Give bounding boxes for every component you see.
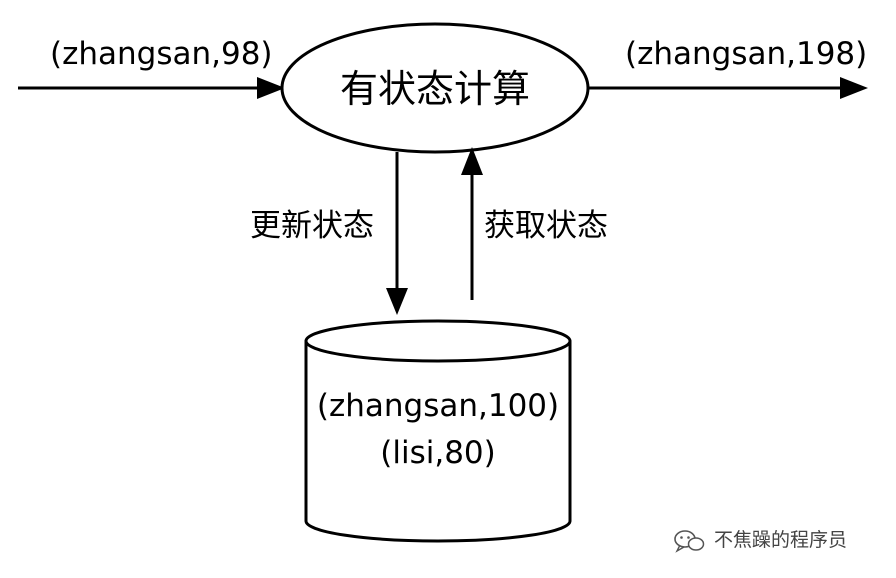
update-state-arrow bbox=[386, 152, 408, 315]
process-label: 有状态计算 bbox=[340, 67, 530, 111]
store-entry: (lisi,80) bbox=[380, 435, 495, 471]
fetch-state-label: 获取状态 bbox=[484, 208, 608, 244]
wechat-icon bbox=[674, 530, 705, 553]
state-store-cylinder bbox=[304, 319, 572, 543]
output-label: (zhangsan,198) bbox=[625, 36, 867, 72]
input-label: (zhangsan,98) bbox=[50, 36, 273, 72]
input-arrow bbox=[18, 77, 285, 99]
update-state-label: 更新状态 bbox=[250, 208, 374, 244]
watermark-text: 不焦躁的程序员 bbox=[714, 529, 847, 551]
store-entry: (zhangsan,100) bbox=[317, 388, 559, 424]
output-arrow bbox=[588, 77, 868, 99]
fetch-state-arrow bbox=[461, 147, 483, 300]
